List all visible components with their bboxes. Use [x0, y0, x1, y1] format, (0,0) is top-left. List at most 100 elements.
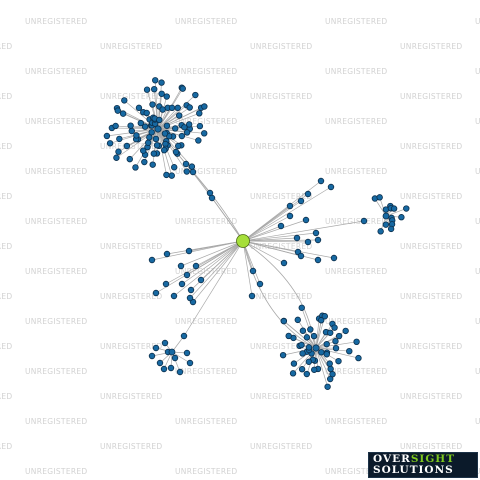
- watermark-text: UNREGISTERED: [100, 442, 162, 451]
- graph-node: [318, 317, 325, 324]
- watermark-text: UNREGISTERED: [475, 67, 480, 76]
- graph-node: [189, 168, 197, 176]
- watermark-text: UNREGISTERED: [175, 317, 237, 326]
- watermark-text: UNREGISTERED: [175, 67, 237, 76]
- graph-node: [256, 280, 264, 288]
- graph-node: [141, 123, 149, 130]
- graph-node: [196, 110, 203, 117]
- graph-node: [314, 256, 322, 264]
- graph-node: [327, 329, 334, 336]
- graph-node: [294, 316, 301, 324]
- watermark-text: UNREGISTERED: [100, 242, 162, 251]
- graph-node: [186, 294, 194, 302]
- watermark-text: UNREGISTERED: [475, 167, 480, 176]
- graph-node: [143, 86, 151, 93]
- graph-node: [128, 127, 135, 135]
- watermark-text: UNREGISTERED: [0, 242, 12, 251]
- graph-node: [181, 124, 188, 131]
- watermark-text: UNREGISTERED: [100, 392, 162, 401]
- graph-node: [355, 354, 362, 362]
- graph-edge: [157, 124, 182, 130]
- graph-node: [298, 304, 305, 311]
- graph-node: [182, 160, 190, 168]
- logo-line1: OVERSIGHT: [373, 453, 456, 465]
- graph-node: [298, 341, 305, 349]
- watermark-text: UNREGISTERED: [250, 342, 312, 351]
- watermark-text: UNREGISTERED: [475, 267, 480, 276]
- graph-node: [305, 358, 313, 365]
- graph-node: [324, 383, 331, 390]
- graph-edge: [157, 96, 168, 130]
- watermark-text: UNREGISTERED: [400, 42, 462, 51]
- graph-node: [330, 254, 338, 262]
- watermark-text: UNREGISTERED: [400, 442, 462, 451]
- hub-node: [382, 212, 390, 220]
- graph-node: [148, 352, 156, 360]
- graph-node: [152, 344, 160, 352]
- graph-node: [280, 317, 287, 325]
- graph-node: [382, 221, 390, 228]
- watermark-text: UNREGISTERED: [0, 192, 12, 201]
- watermark-text: UNREGISTERED: [175, 117, 237, 126]
- graph-node: [335, 332, 343, 340]
- graph-node: [178, 132, 186, 140]
- graph-node: [113, 154, 120, 161]
- graph-node: [171, 164, 178, 171]
- graph-node: [178, 280, 186, 288]
- graph-edge: [242, 240, 285, 264]
- graph-node: [298, 366, 306, 373]
- graph-node: [346, 347, 353, 355]
- graph-node: [141, 158, 148, 166]
- watermark-text: UNREGISTERED: [250, 92, 312, 101]
- graph-node: [161, 130, 169, 137]
- watermark-text: UNREGISTERED: [0, 142, 12, 151]
- watermark-text: UNREGISTERED: [25, 367, 87, 376]
- watermark-text: UNREGISTERED: [475, 417, 480, 426]
- graph-node: [183, 168, 190, 175]
- graph-edge: [385, 208, 407, 217]
- watermark-text: UNREGISTERED: [100, 342, 162, 351]
- graph-node: [112, 122, 119, 130]
- watermark-text: UNREGISTERED: [325, 167, 387, 176]
- graph-node: [307, 326, 314, 333]
- graph-edge: [157, 107, 169, 130]
- graph-node: [323, 340, 330, 348]
- graph-node: [360, 217, 368, 225]
- graph-node: [174, 104, 181, 112]
- watermark-text: UNREGISTERED: [175, 217, 237, 226]
- graph-node: [302, 216, 310, 224]
- graph-edge: [192, 240, 244, 303]
- graph-node: [115, 148, 122, 155]
- graph-node: [201, 130, 208, 137]
- graph-node: [150, 150, 158, 157]
- graph-edge: [157, 107, 179, 130]
- graph-node: [312, 229, 320, 237]
- graph-node: [103, 132, 111, 140]
- graph-node: [249, 267, 257, 275]
- watermark-text: UNREGISTERED: [400, 192, 462, 201]
- graph-node: [167, 364, 175, 372]
- graph-edge: [242, 240, 302, 257]
- graph-node: [331, 324, 338, 331]
- graph-node: [304, 238, 312, 246]
- graph-edge: [157, 128, 205, 134]
- graph-node: [290, 360, 298, 367]
- graph-edge: [242, 186, 332, 242]
- graph-node: [152, 289, 160, 297]
- graph-node: [183, 349, 191, 357]
- graph-node: [153, 142, 161, 149]
- graph-node: [188, 163, 196, 170]
- graph-edge: [173, 240, 244, 297]
- graph-node: [387, 225, 395, 233]
- graph-node: [286, 212, 294, 220]
- graph-edge: [242, 232, 317, 242]
- watermark-text: UNREGISTERED: [250, 42, 312, 51]
- graph-edge: [111, 127, 159, 130]
- watermark-text: UNREGISTERED: [175, 17, 237, 26]
- graph-node: [327, 365, 334, 373]
- graph-edge: [242, 220, 365, 242]
- graph-node: [126, 155, 133, 163]
- graph-edge: [242, 240, 313, 333]
- graph-node: [114, 107, 121, 114]
- graph-node: [183, 129, 191, 136]
